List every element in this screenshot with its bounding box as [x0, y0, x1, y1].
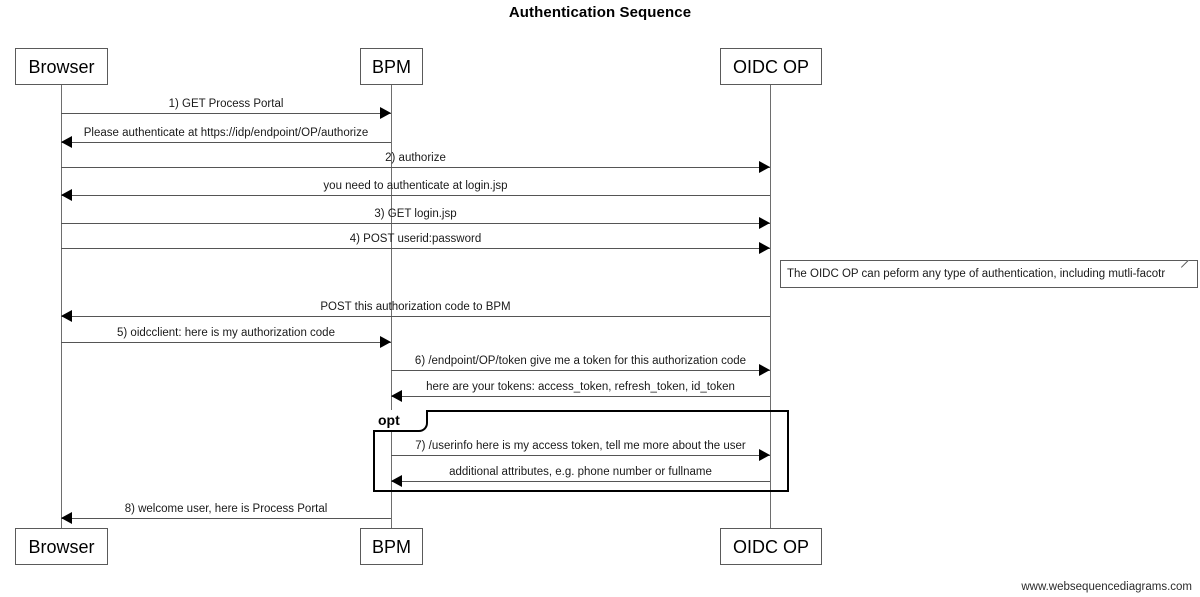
- note-box-oidc-auth: The OIDC OP can peform any type of authe…: [780, 260, 1198, 288]
- message-line-10: [391, 396, 770, 397]
- message-line-5: [61, 223, 770, 224]
- arrow-head-right-1: [380, 107, 391, 119]
- arrow-head-left-7: [61, 310, 72, 322]
- message-label-10: here are your tokens: access_token, refr…: [426, 381, 735, 393]
- lifeline-bpm: [391, 85, 392, 528]
- participant-label-browser-top: Browser: [28, 56, 95, 77]
- arrow-head-left-12: [391, 475, 402, 487]
- message-line-6: [61, 248, 770, 249]
- message-label-9: 6) /endpoint/OP/token give me a token fo…: [414, 355, 747, 367]
- arrow-head-right-5: [759, 217, 770, 229]
- participant-bpm-top[interactable]: BPM: [360, 48, 423, 85]
- message-label-3: 2) authorize: [385, 152, 446, 164]
- message-label-1: 1) GET Process Portal: [168, 98, 284, 110]
- message-line-9: [391, 370, 770, 371]
- message-line-11: [391, 455, 770, 456]
- message-label-6: 4) POST userid:password: [349, 233, 482, 245]
- lifeline-oidcop: [770, 85, 771, 528]
- message-line-2: [61, 142, 391, 143]
- arrow-head-right-3: [759, 161, 770, 173]
- page-title: Authentication Sequence: [508, 4, 692, 21]
- message-line-7: [61, 316, 770, 317]
- message-label-4: you need to authenticate at login.jsp: [323, 180, 508, 192]
- arrow-head-right-6: [759, 242, 770, 254]
- participant-oidcop-top[interactable]: OIDC OP: [720, 48, 822, 85]
- fragment-opt-tab: opt: [373, 410, 428, 432]
- message-label-5: 3) GET login.jsp: [374, 208, 457, 220]
- message-label-11: 7) /userinfo here is my access token, te…: [415, 440, 746, 452]
- message-label-7: POST this authorization code to BPM: [320, 301, 511, 313]
- message-line-8: [61, 342, 391, 343]
- fragment-opt: [373, 410, 789, 492]
- participant-label-bpm-top: BPM: [371, 56, 411, 77]
- message-label-13: 8) welcome user, here is Process Portal: [124, 503, 328, 515]
- fragment-opt-label: opt: [378, 412, 400, 428]
- participant-bpm-bottom[interactable]: BPM: [360, 528, 423, 565]
- participant-browser-bottom[interactable]: Browser: [15, 528, 108, 565]
- lifeline-browser: [61, 85, 62, 528]
- arrow-head-right-9: [759, 364, 770, 376]
- message-line-4: [61, 195, 770, 196]
- participant-label-oidcop-top: OIDC OP: [732, 56, 809, 77]
- arrow-head-right-11: [759, 449, 770, 461]
- arrow-head-left-13: [61, 512, 72, 524]
- arrow-head-right-8: [380, 336, 391, 348]
- arrow-head-left-4: [61, 189, 72, 201]
- message-line-3: [61, 167, 770, 168]
- footer-credit: www.websequencediagrams.com: [1021, 581, 1192, 593]
- participant-oidcop-bottom[interactable]: OIDC OP: [720, 528, 822, 565]
- message-label-8: 5) oidcclient: here is my authorization …: [117, 327, 335, 339]
- message-label-2: Please authenticate at https://idp/endpo…: [83, 127, 369, 139]
- message-line-1: [61, 113, 391, 114]
- arrow-head-left-2: [61, 136, 72, 148]
- arrow-head-left-10: [391, 390, 402, 402]
- message-label-12: additional attributes, e.g. phone number…: [449, 466, 712, 478]
- message-line-12: [391, 481, 770, 482]
- participant-browser-top[interactable]: Browser: [15, 48, 108, 85]
- note-text: The OIDC OP can peform any type of authe…: [787, 268, 1166, 280]
- message-line-13: [61, 518, 391, 519]
- participant-label-bpm-bottom: BPM: [371, 536, 411, 557]
- participant-label-oidcop-bottom: OIDC OP: [732, 536, 809, 557]
- participant-label-browser-bottom: Browser: [28, 536, 95, 557]
